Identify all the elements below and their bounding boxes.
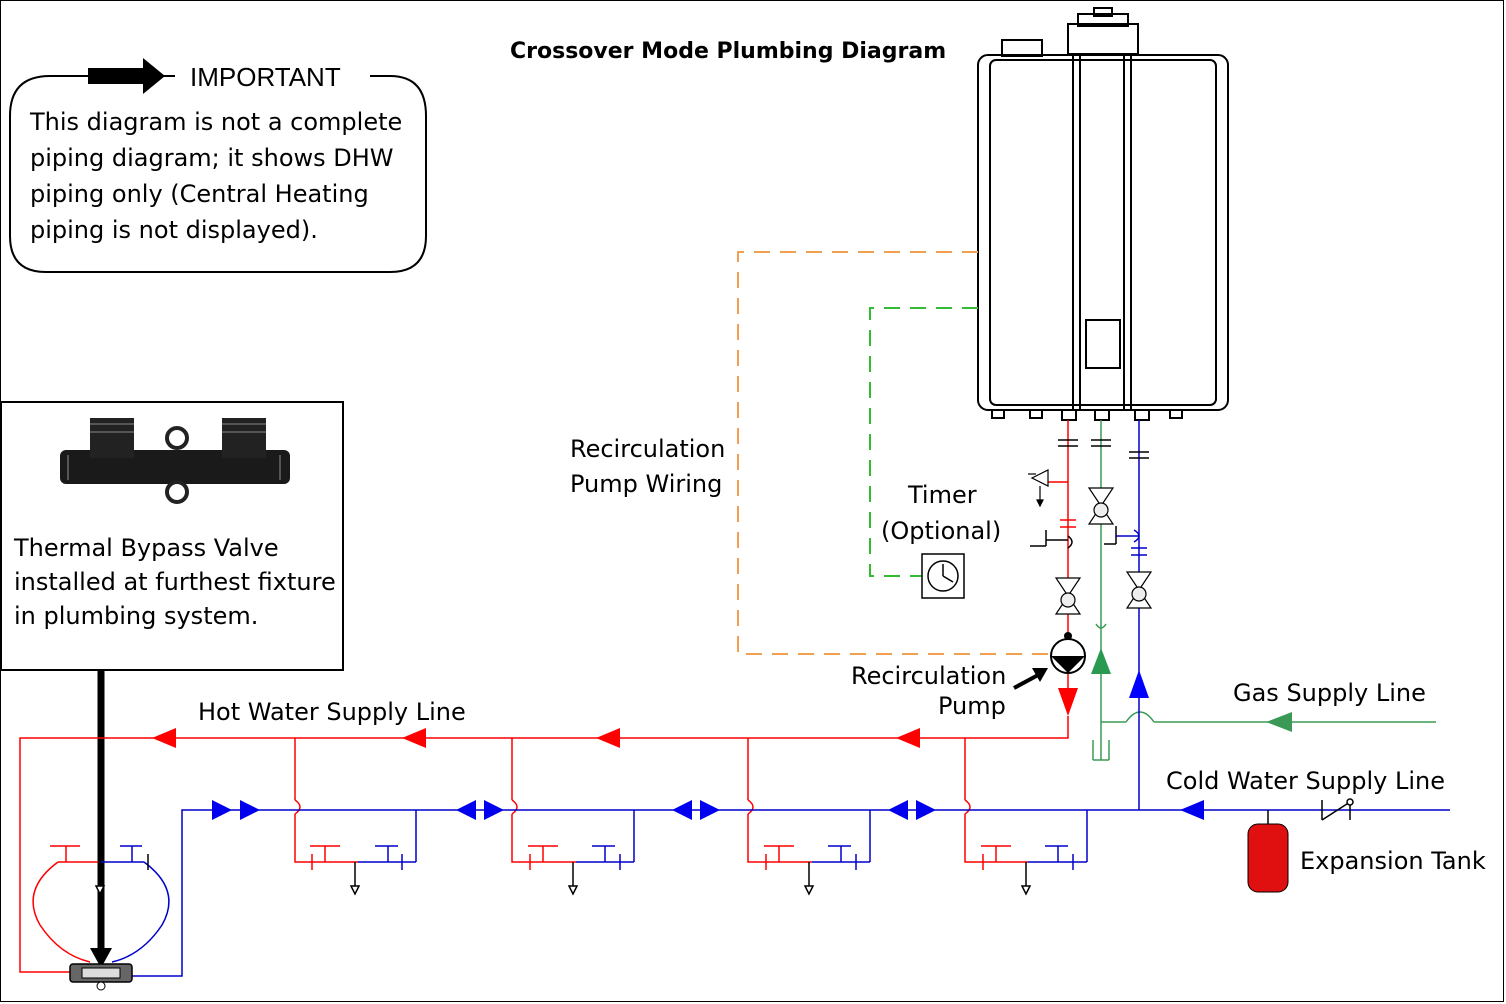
- timer-label: Timer: [907, 481, 977, 509]
- check-valve-icon: [1321, 798, 1354, 821]
- pump-label: Pump: [938, 692, 1006, 720]
- bypass-line: Thermal Bypass Valve: [13, 534, 279, 562]
- bypass-valve-callout: Thermal Bypass Valve installed at furthe…: [0, 401, 344, 671]
- diagram-title: Crossover Mode Plumbing Diagram: [510, 39, 946, 64]
- arrow-left-icon: [1266, 712, 1292, 732]
- bypass-valve-icon: [60, 418, 290, 504]
- hot-line-label: Hot Water Supply Line: [198, 698, 466, 726]
- important-note: IMPORTANT This diagram is not a complete…: [9, 58, 427, 273]
- cold-riser: [1116, 420, 1149, 810]
- bypass-line: installed at furthest fixture: [14, 568, 336, 596]
- pump-wiring-label: Pump Wiring: [570, 470, 722, 498]
- pump-icon: [1050, 632, 1086, 674]
- fixture-group: [50, 845, 1074, 896]
- drain-valve-icon: [1104, 526, 1117, 545]
- heater-unit-icon: [977, 7, 1229, 421]
- arrow-down-icon: [90, 948, 112, 968]
- valve-icon: [1125, 571, 1153, 609]
- drain-valve-icon: [1030, 530, 1073, 549]
- pump-pointer: [1013, 672, 1041, 690]
- arrow-icon: [1032, 668, 1048, 682]
- arrow-up-icon: [1129, 670, 1149, 698]
- arrow-right-icon: [88, 58, 165, 94]
- expansion-tank-label: Expansion Tank: [1300, 847, 1486, 875]
- valve-icon: [1087, 487, 1115, 525]
- timer-label: (Optional): [881, 517, 1001, 545]
- important-line: piping only (Central Heating: [30, 180, 369, 208]
- relief-valve-icon: [1028, 469, 1049, 508]
- important-line: This diagram is not a complete: [29, 108, 402, 136]
- pump-wiring-label: Recirculation: [570, 435, 725, 463]
- cold-line-label: Cold Water Supply Line: [1166, 767, 1445, 795]
- expansion-tank-icon: [1247, 823, 1289, 893]
- gas-line-label: Gas Supply Line: [1233, 679, 1426, 707]
- valve-icon: [1054, 577, 1082, 615]
- bypass-line: in plumbing system.: [14, 602, 258, 630]
- hot-water-supply-line: [19, 716, 1069, 973]
- important-heading: IMPORTANT: [190, 62, 341, 92]
- arrow-up-icon: [1091, 648, 1111, 674]
- bypass-valve-icon: [69, 963, 133, 991]
- pump-label: Recirculation: [851, 662, 1006, 690]
- cold-flow-arrows: [212, 800, 1204, 820]
- important-line: piping is not displayed).: [30, 216, 318, 244]
- gas-riser: [1091, 420, 1436, 761]
- pump-wiring: [737, 251, 1048, 655]
- timer-clock-icon: [921, 553, 965, 599]
- hot-flow-arrows: [152, 728, 920, 748]
- important-line: piping diagram; it shows DHW: [30, 144, 394, 172]
- arrow-down-icon: [1058, 688, 1078, 716]
